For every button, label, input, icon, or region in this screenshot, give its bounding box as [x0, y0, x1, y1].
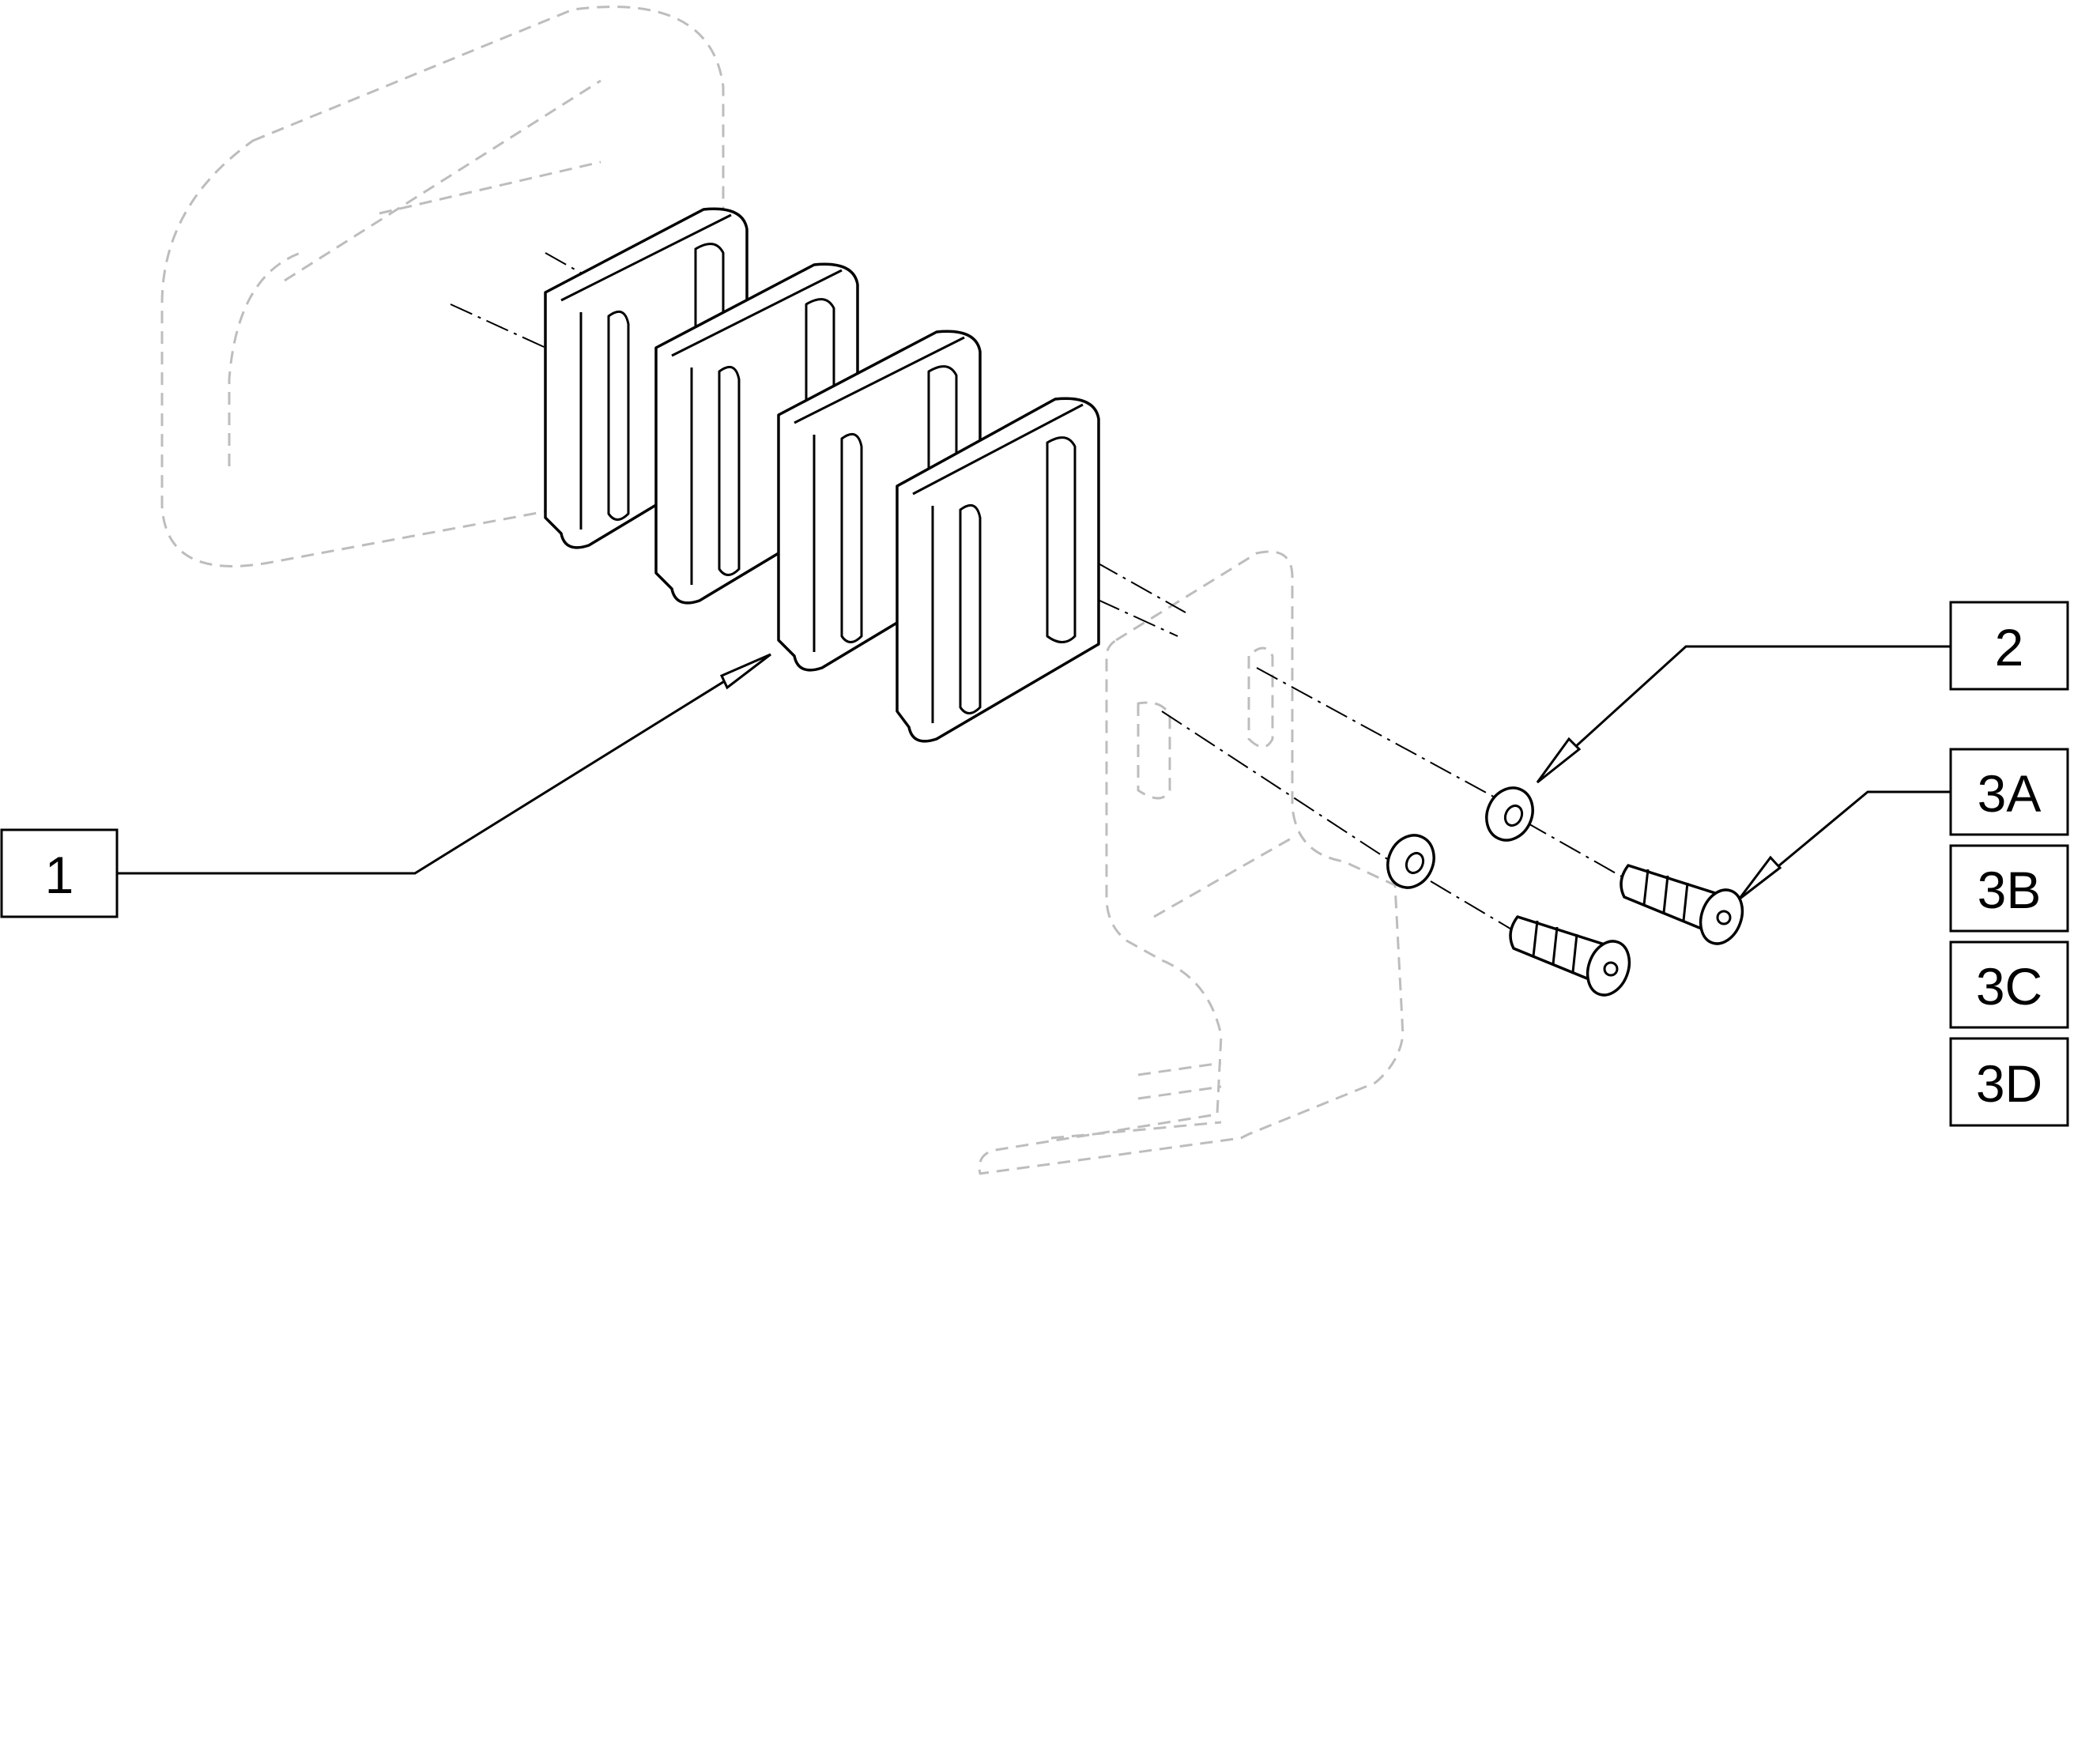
headrest-cushion-ghost [160, 6, 725, 567]
callout-2: 2 [1949, 601, 2069, 691]
callout-leader-1 [117, 653, 771, 875]
callout-2-label: 2 [1995, 618, 2024, 677]
callout-3a-label: 3A [1978, 764, 2042, 823]
callout-1-label: 1 [45, 846, 74, 904]
shim-plate-4 [896, 397, 1100, 743]
callout-leader-2 [1536, 645, 1951, 784]
screw-left [1509, 915, 1631, 997]
callout-3c-label: 3C [1976, 957, 2042, 1016]
screw-right [1620, 864, 1744, 945]
callout-3d: 3D [1949, 1037, 2069, 1127]
washer-left [1386, 834, 1435, 889]
mounting-bracket-ghost [978, 550, 1405, 1175]
callout-3d-label: 3D [1976, 1054, 2042, 1113]
callout-leader-3 [1737, 790, 1951, 901]
callout-3a: 3A [1949, 748, 2069, 836]
callout-1: 1 [0, 828, 119, 918]
callout-3b: 3B [1949, 844, 2069, 933]
callout-3c: 3C [1949, 940, 2069, 1029]
washer-right [1485, 786, 1534, 842]
callout-3b-label: 3B [1978, 861, 2042, 919]
